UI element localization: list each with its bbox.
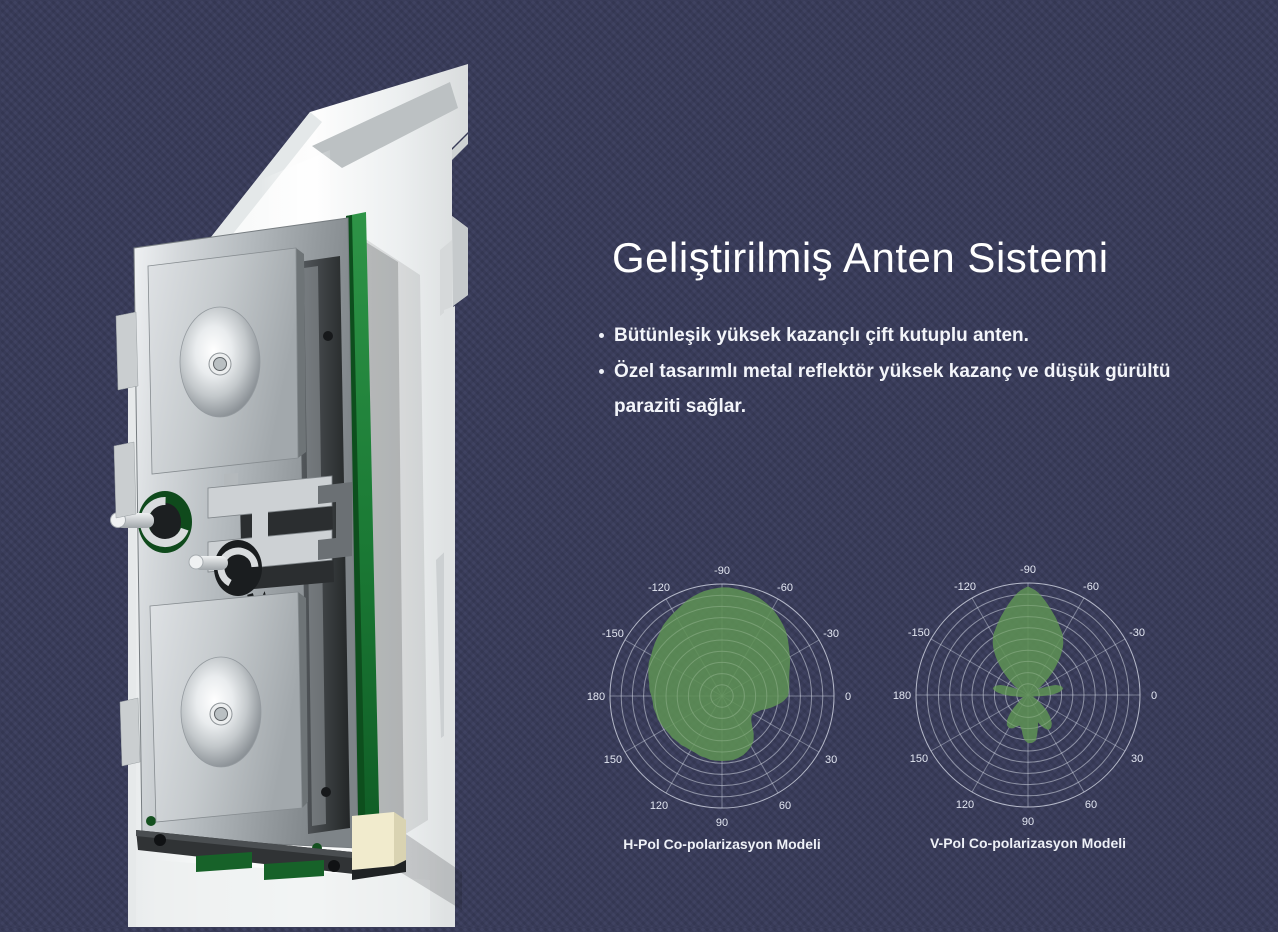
polar-angle-label: -60 <box>777 582 793 594</box>
mounting-tabs <box>113 311 141 767</box>
right-bracket <box>318 482 352 560</box>
v-pol-chart-block: -90 -60 -30 0 30 60 90 120 150 180 -150 -120 V-Pol … <box>878 545 1178 851</box>
polar-angle-label: -150 <box>602 628 624 640</box>
polar-angle-label: 90 <box>1022 816 1034 828</box>
polar-angle-label: -150 <box>908 627 930 639</box>
page-title: Geliştirilmiş Anten Sistemi <box>612 234 1109 281</box>
feed-bolt-bottom <box>214 707 228 721</box>
h-pol-caption: H-Pol Co-polarizasyon Modeli <box>623 836 821 852</box>
polar-angle-label: 150 <box>910 753 928 765</box>
polar-angle-label: -90 <box>1020 564 1036 576</box>
polar-angle-label: -30 <box>823 628 839 640</box>
polar-angle-label: -30 <box>1129 627 1145 639</box>
polar-angle-label: 180 <box>893 690 911 702</box>
polar-angle-label: 120 <box>650 800 668 812</box>
feature-list: Bütünleşik yüksek kazançlı çift kutuplu … <box>597 318 1197 425</box>
polar-angle-label: 30 <box>825 754 837 766</box>
polar-angle-label: 90 <box>716 817 728 829</box>
polar-angle-label: 30 <box>1131 753 1143 765</box>
feed-pin-left <box>116 513 154 528</box>
polar-angle-label: -60 <box>1083 581 1099 593</box>
polar-angle-label: 150 <box>604 754 622 766</box>
antenna-device-image <box>110 64 468 927</box>
v-pol-polar-chart: -90 -60 -30 0 30 60 90 120 150 180 -150 -120 <box>893 564 1157 828</box>
polar-angle-label: -120 <box>648 582 670 594</box>
product-render-wrap <box>0 0 520 927</box>
board-bottom-edge <box>136 830 354 880</box>
polar-angle-label: -90 <box>714 565 730 577</box>
polar-angle-label: 120 <box>956 799 974 811</box>
polar-angle-label: 60 <box>779 800 791 812</box>
feature-item: Bütünleşik yüksek kazançlı çift kutuplu … <box>597 318 1197 353</box>
v-pol-caption: V-Pol Co-polarizasyon Modeli <box>929 835 1127 851</box>
polar-angle-label: 180 <box>587 691 605 703</box>
h-pol-polar-chart: -90 -60 -30 0 30 60 90 120 150 180 -150 -120 <box>587 565 851 829</box>
side-step <box>452 216 468 306</box>
polar-angle-label: 0 <box>1151 690 1157 702</box>
polar-angle-label: 60 <box>1085 799 1097 811</box>
hood-top-recess <box>312 82 458 168</box>
feed-bolt-top <box>213 357 227 371</box>
patch-antenna-top <box>147 247 306 475</box>
h-pol-chart-block: -90 -60 -30 0 30 60 90 120 150 180 -150 -120 H-Pol … <box>572 546 872 852</box>
patch-antenna-bottom <box>149 591 308 823</box>
feature-item: Özel tasarımlı metal reflektör yüksek ka… <box>597 354 1197 424</box>
rf-connector <box>352 812 462 910</box>
polar-angle-label: -120 <box>954 581 976 593</box>
polar-angle-label: 0 <box>845 691 851 703</box>
